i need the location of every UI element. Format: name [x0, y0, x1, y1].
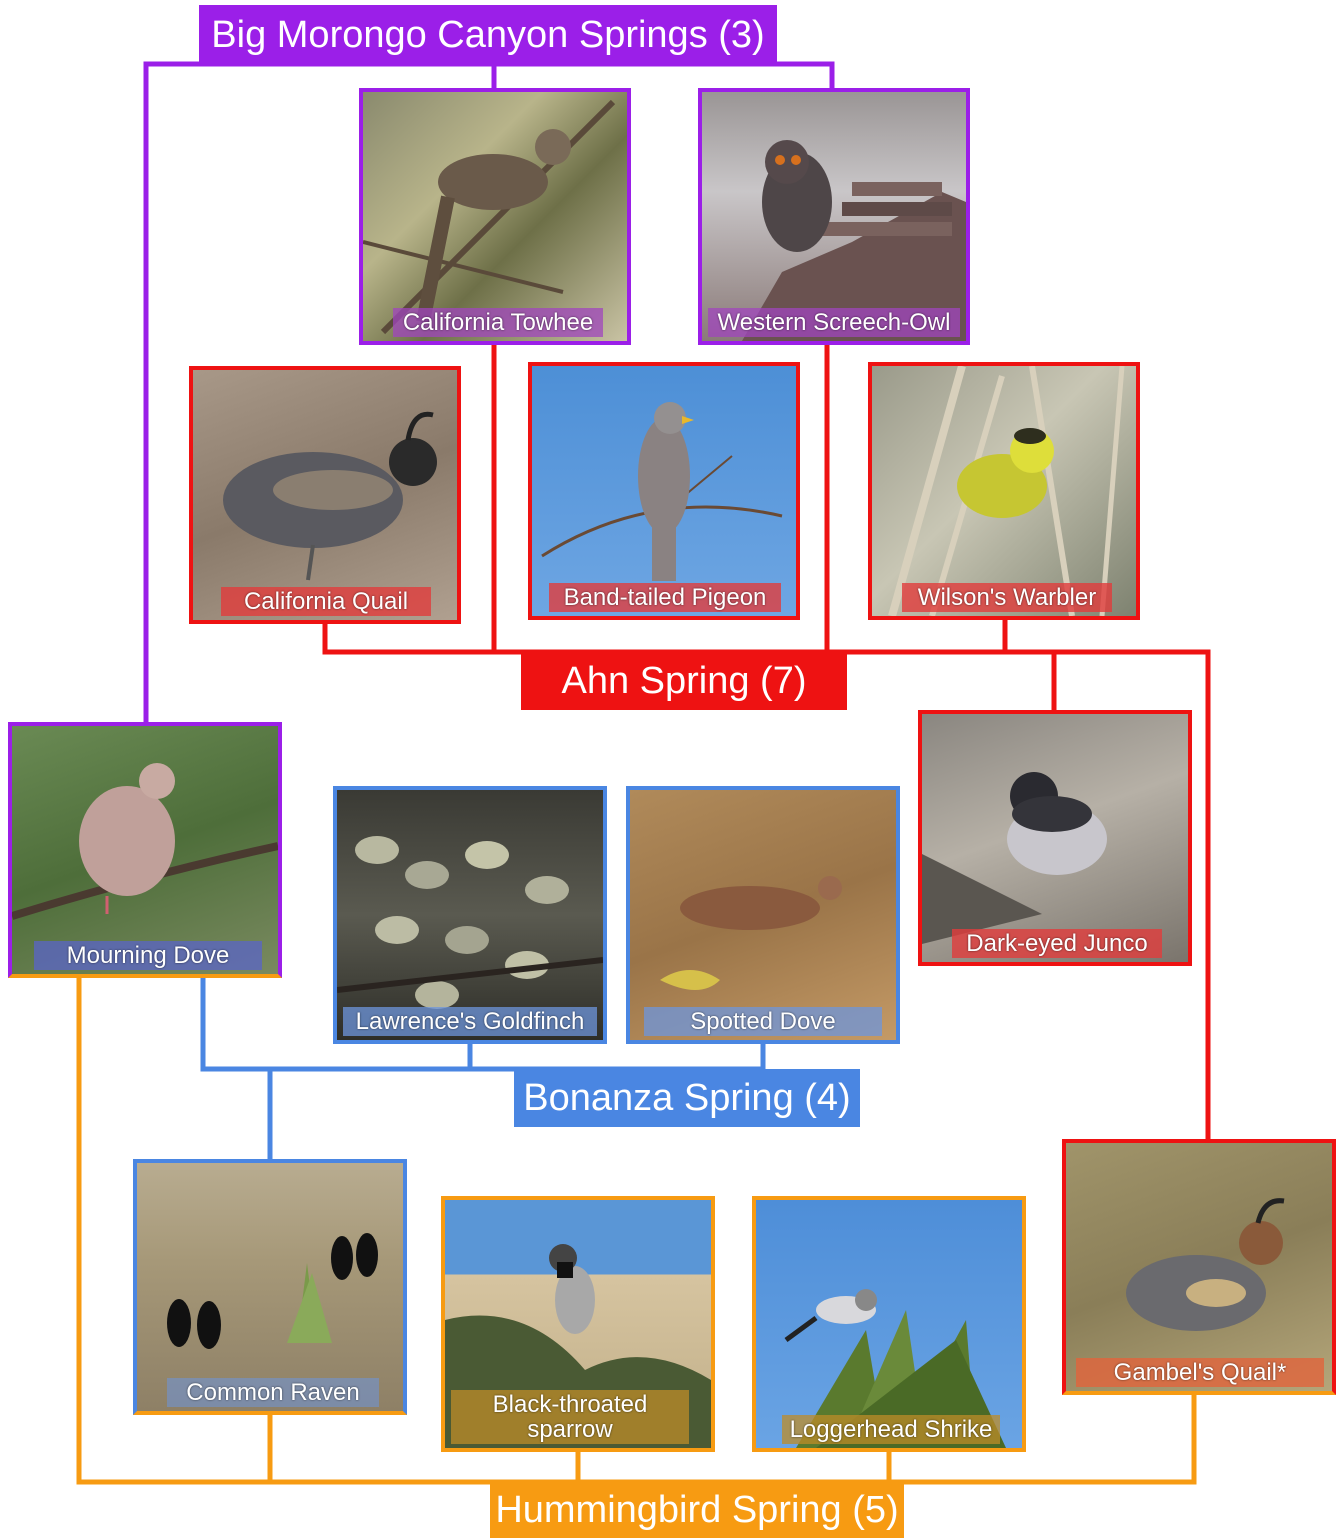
california-towhee-photo — [363, 92, 627, 341]
dark-eyed-junco-photo — [922, 714, 1188, 962]
lawrences-goldfinch-card: Lawrence's Goldfinch — [333, 786, 607, 1044]
spotted-dove-label: Spotted Dove — [644, 1007, 882, 1036]
hummingbird-spring-text: Hummingbird Spring (5) — [495, 1491, 898, 1529]
black-throated-sparrow-card: Black-throated sparrow — [441, 1196, 715, 1452]
common-raven-card: Common Raven — [133, 1159, 407, 1415]
bonanza-spring-label: Bonanza Spring (4) — [514, 1069, 860, 1127]
black-throated-sparrow-label: Black-throated sparrow — [451, 1390, 689, 1444]
wilsons-warbler-photo — [872, 366, 1136, 616]
lawrences-goldfinch-photo — [337, 790, 603, 1040]
california-quail-label: California Quail — [221, 587, 431, 616]
band-tailed-pigeon-photo — [532, 366, 796, 616]
loggerhead-shrike-photo — [756, 1200, 1022, 1448]
western-screech-owl-photo — [702, 92, 966, 341]
dark-eyed-junco-label: Dark-eyed Junco — [952, 929, 1162, 958]
lawrences-goldfinch-label: Lawrence's Goldfinch — [343, 1007, 597, 1036]
california-towhee-label: California Towhee — [393, 308, 603, 337]
mourning-dove-photo — [12, 726, 278, 974]
gambels-quail-photo — [1066, 1143, 1332, 1391]
loggerhead-shrike-label: Loggerhead Shrike — [782, 1415, 1000, 1444]
mourning-dove-label: Mourning Dove — [34, 941, 262, 970]
hummingbird-spring-label: Hummingbird Spring (5) — [490, 1482, 904, 1538]
wilsons-warbler-label: Wilson's Warbler — [902, 583, 1112, 612]
dark-eyed-junco-card: Dark-eyed Junco — [918, 710, 1192, 966]
band-tailed-pigeon-card: Band-tailed Pigeon — [528, 362, 800, 620]
spotted-dove-card: Spotted Dove — [626, 786, 900, 1044]
western-screech-owl-card: Western Screech-Owl — [698, 88, 970, 345]
wilsons-warbler-card: Wilson's Warbler — [868, 362, 1140, 620]
loggerhead-shrike-card: Loggerhead Shrike — [752, 1196, 1026, 1452]
california-quail-card: California Quail — [189, 366, 461, 624]
gambels-quail-label: Gambel's Quail* — [1076, 1358, 1324, 1387]
big-morongo-spring-text: Big Morongo Canyon Springs (3) — [211, 16, 764, 54]
spotted-dove-photo — [630, 790, 896, 1040]
common-raven-photo — [137, 1163, 403, 1411]
band-tailed-pigeon-label: Band-tailed Pigeon — [549, 583, 781, 612]
ahn-spring-label: Ahn Spring (7) — [521, 652, 847, 710]
mourning-dove-card: Mourning Dove — [8, 722, 282, 978]
big-morongo-spring-label: Big Morongo Canyon Springs (3) — [199, 5, 777, 65]
california-towhee-card: California Towhee — [359, 88, 631, 345]
western-screech-owl-label: Western Screech-Owl — [708, 308, 960, 337]
common-raven-label: Common Raven — [167, 1378, 379, 1407]
bonanza-spring-text: Bonanza Spring (4) — [523, 1079, 850, 1117]
gambels-quail-card: Gambel's Quail* — [1062, 1139, 1336, 1395]
ahn-spring-text: Ahn Spring (7) — [561, 662, 806, 700]
california-quail-photo — [193, 370, 457, 620]
